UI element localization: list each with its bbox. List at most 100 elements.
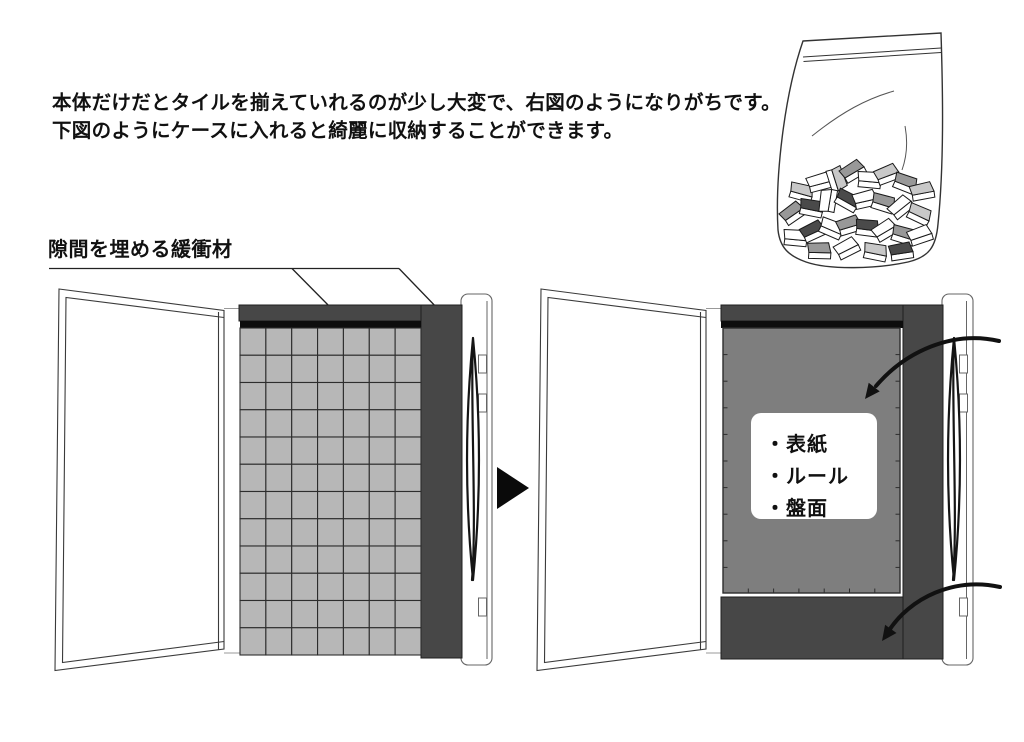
tile-cell xyxy=(394,354,422,384)
tile-cell xyxy=(394,518,422,547)
right-hinge-lines xyxy=(706,308,721,654)
tile-cell xyxy=(368,490,396,520)
tile-cell xyxy=(239,409,267,438)
label-card-bg xyxy=(751,413,877,519)
tile-cell xyxy=(265,599,293,629)
insert-arrow-bottom xyxy=(886,582,1002,634)
contents-item-rules: ・ルール xyxy=(765,466,849,488)
tile-cell xyxy=(317,545,344,574)
tile-cell xyxy=(342,545,370,574)
tile-cell xyxy=(394,436,422,465)
zipper-icon xyxy=(946,336,962,582)
zipper-icon xyxy=(465,336,481,582)
tile-cell xyxy=(368,599,396,629)
zipper-stop-tab xyxy=(478,393,487,413)
tile-cell xyxy=(317,381,344,411)
tile-cell xyxy=(239,599,267,629)
top-cushion-strip xyxy=(238,304,422,322)
lid-rim xyxy=(543,296,707,664)
tile-cell xyxy=(317,436,344,465)
tile-cell xyxy=(317,627,344,656)
intro-line-2: 下図のようにケースに入れると綺麗に収納することができます。 xyxy=(52,119,623,142)
tile-cell xyxy=(265,436,293,465)
tile-cell xyxy=(239,572,267,602)
tile-cell xyxy=(317,409,344,438)
tile-cell xyxy=(291,463,319,493)
tile-cell xyxy=(265,327,293,356)
left-case-open xyxy=(54,288,493,672)
tile-cell xyxy=(368,354,396,384)
callout-diagonal-1 xyxy=(291,268,335,312)
insert-arrow-top-head xyxy=(865,382,880,399)
tile-cell xyxy=(239,490,267,520)
bag-tile xyxy=(825,164,848,193)
tile-cell xyxy=(342,599,370,629)
zipper-stop-tab xyxy=(959,597,968,617)
tile-cell xyxy=(317,518,344,547)
bag-seal-band xyxy=(802,47,942,62)
tile-cell xyxy=(265,490,293,520)
tile-cell xyxy=(394,490,422,520)
tile-cell xyxy=(239,327,267,356)
bag-tile xyxy=(905,201,932,227)
left-case-lid xyxy=(54,288,225,672)
tile-cell xyxy=(317,572,344,602)
tile-cell xyxy=(291,381,319,411)
tile-cell xyxy=(265,409,293,438)
tile-cell xyxy=(342,327,370,356)
tile-cell xyxy=(291,627,319,656)
right-case-lid xyxy=(536,288,707,672)
tile-cell xyxy=(265,545,293,574)
tile-cell xyxy=(291,409,319,438)
bag-tile xyxy=(798,197,823,219)
tile-cell xyxy=(265,518,293,547)
tile-cell xyxy=(239,381,267,411)
tile-cell xyxy=(239,463,267,493)
bag-tile xyxy=(905,223,935,247)
bag-tile xyxy=(832,236,862,261)
tile-cell xyxy=(291,436,319,465)
tile-cell xyxy=(291,518,319,547)
tile-cell xyxy=(239,518,267,547)
insert-arrow-top xyxy=(874,336,1001,388)
cushion-material-label: 隙間を埋める緩衝材 xyxy=(48,237,233,261)
bag-tile xyxy=(862,241,887,263)
tile-bag xyxy=(776,32,944,269)
lid-outer xyxy=(536,288,707,672)
tile-cell xyxy=(317,327,344,356)
tile-cell xyxy=(394,599,422,629)
tile-cell xyxy=(317,490,344,520)
tile-grid xyxy=(239,327,422,656)
right-case-packed: ・表紙 ・ルール ・盤面 xyxy=(536,288,1002,672)
tile-cell xyxy=(368,572,396,602)
lid-rim xyxy=(61,296,225,664)
tile-cell xyxy=(394,545,422,574)
tile-cell xyxy=(317,599,344,629)
tile-cell xyxy=(368,627,396,656)
side-cushion-strip xyxy=(420,304,463,659)
cushion-callout: 隙間を埋める緩衝材 xyxy=(48,237,446,317)
zipper-stop-tab xyxy=(478,597,487,617)
tile-cell xyxy=(265,627,293,656)
bag-tile xyxy=(818,188,839,214)
bag-tile xyxy=(887,241,915,262)
tile-cell xyxy=(239,545,267,574)
tile-cell xyxy=(368,436,396,465)
bag-tile xyxy=(870,192,895,215)
tile-cell xyxy=(368,409,396,438)
tile-cell xyxy=(317,354,344,384)
tile-cell xyxy=(317,463,344,493)
tile-cell xyxy=(342,463,370,493)
contents-item-cover: ・表紙 xyxy=(765,432,828,456)
left-case-spine xyxy=(460,293,493,666)
tile-cell xyxy=(394,572,422,602)
tile-cell xyxy=(342,354,370,384)
tile-cell xyxy=(394,627,422,656)
intro-line-1: 本体だけだとタイルを揃えていれるのが少し大変で、右図のようになりがちです。 xyxy=(52,91,781,114)
tile-cell xyxy=(368,463,396,493)
bag-tile xyxy=(783,229,808,248)
tile-cell xyxy=(265,572,293,602)
tile-cell xyxy=(265,463,293,493)
callout-diagonal-2 xyxy=(398,268,441,312)
